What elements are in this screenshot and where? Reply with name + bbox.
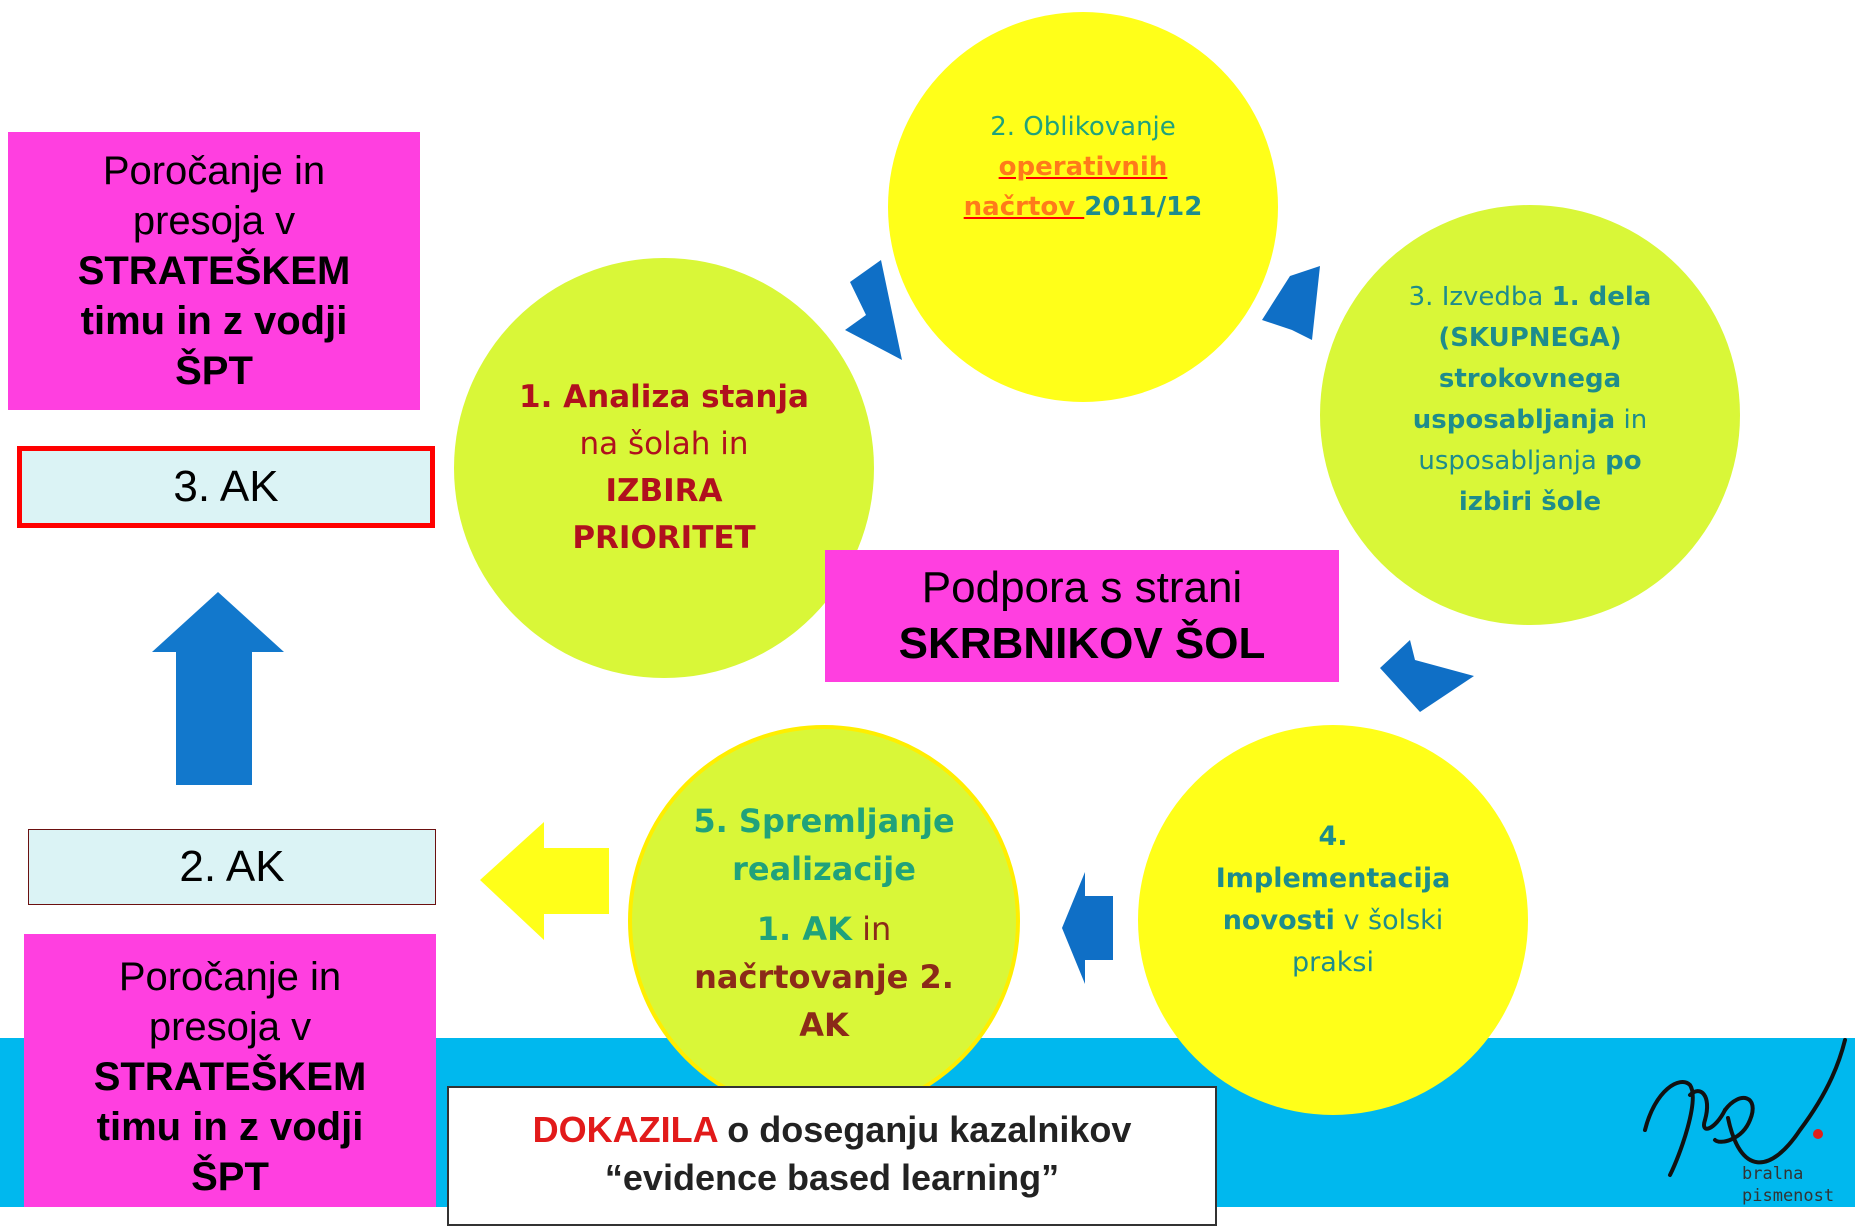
logo-mark bbox=[1643, 1038, 1847, 1177]
step3-p4b: in bbox=[1615, 405, 1648, 435]
step1-line4: PRIORITET bbox=[572, 520, 756, 556]
step5-line3a: 1. AK bbox=[756, 910, 852, 948]
up-arrow bbox=[152, 592, 284, 785]
report-line5: ŠPT bbox=[175, 349, 253, 393]
step3-p5a: usposabljanja bbox=[1418, 446, 1606, 476]
logo-line2: pismenost bbox=[1742, 1186, 1835, 1206]
step5-line2: realizacije bbox=[732, 850, 916, 888]
report-line3: STRATEŠKEM bbox=[93, 1055, 367, 1099]
arrow-3-to-4 bbox=[1380, 640, 1474, 712]
support-line2: SKRBNIKOV ŠOL bbox=[898, 619, 1266, 668]
report-line5: ŠPT bbox=[191, 1155, 269, 1199]
arrow-1-to-2 bbox=[845, 260, 902, 360]
step4-line4: praksi bbox=[1292, 947, 1374, 978]
evidence-red-label: DOKAZILA bbox=[532, 1109, 718, 1150]
arrow-2-to-3 bbox=[1262, 266, 1320, 340]
ak3-label: 3. AK bbox=[173, 462, 279, 511]
ak3-box: 3. AK bbox=[17, 446, 435, 528]
report-line2: presoja v bbox=[132, 199, 296, 243]
step3-p3: strokovnega bbox=[1438, 364, 1622, 394]
logo-line1: bralna bbox=[1742, 1164, 1804, 1184]
step3-training-circle: 3. Izvedba 1. dela (SKUPNEGA) strokovneg… bbox=[1320, 205, 1740, 625]
school-supervisors-support-box: Podpora s strani SKRBNIKOV ŠOL bbox=[825, 550, 1339, 682]
evidence-box: DOKAZILA o doseganju kazalnikov “evidenc… bbox=[447, 1086, 1217, 1226]
report-line1: Poročanje in bbox=[102, 149, 326, 193]
step3-p6: izbiri šole bbox=[1458, 487, 1602, 517]
step2-line3b: 2011/12 bbox=[1084, 192, 1203, 222]
step4-line3a: novosti bbox=[1222, 905, 1335, 936]
ak2-label: 2. AK bbox=[179, 842, 285, 891]
step5-line3b: in bbox=[851, 910, 892, 948]
ak2-box: 2. AK bbox=[28, 829, 436, 905]
step4-implementation-circle: 4. Implementacija novosti v šolski praks… bbox=[1138, 725, 1528, 1115]
step2-planning-circle: 2. Oblikovanje operativnih načrtov 2011/… bbox=[888, 12, 1278, 402]
step5-line1: 5. Spremljanje bbox=[693, 802, 955, 840]
step2-line2: operativnih bbox=[998, 152, 1168, 182]
report-line1: Poročanje in bbox=[118, 955, 342, 999]
support-line1: Podpora s strani bbox=[921, 563, 1243, 612]
step1-line2: na šolah in bbox=[579, 426, 749, 462]
yellow-left-arrow bbox=[480, 822, 609, 940]
evidence-line2: “evidence based learning” bbox=[604, 1157, 1060, 1198]
step5-line4: načrtovanje 2. bbox=[694, 958, 954, 996]
step3-p2: (SKUPNEGA) bbox=[1438, 323, 1622, 353]
strategic-team-report-box-bottom: Poročanje in presoja v STRATEŠKEM timu i… bbox=[24, 934, 436, 1207]
step4-line2: Implementacija bbox=[1215, 863, 1451, 894]
step5-monitoring-circle: 5. Spremljanje realizacije 1. AK in načr… bbox=[628, 725, 1020, 1117]
report-line4: timu in z vodji bbox=[96, 1105, 364, 1149]
report-line2: presoja v bbox=[148, 1005, 312, 1049]
step1-line3: IZBIRA bbox=[605, 473, 723, 509]
step2-line3a: načrtov bbox=[963, 192, 1085, 222]
step1-title: 1. Analiza stanja bbox=[519, 379, 809, 415]
logo-dot bbox=[1813, 1129, 1823, 1139]
step4-line3b: v šolski bbox=[1334, 905, 1444, 936]
step3-p1a: 3. Izvedba bbox=[1408, 282, 1552, 312]
step1-analysis-circle: 1. Analiza stanja na šolah in IZBIRA PRI… bbox=[454, 258, 874, 678]
step5-line5: AK bbox=[799, 1006, 849, 1044]
step3-p4a: usposabljanja bbox=[1412, 405, 1616, 435]
strategic-team-report-box-top: Poročanje in presoja v STRATEŠKEM timu i… bbox=[8, 132, 420, 410]
evidence-text: o doseganju kazalnikov bbox=[717, 1109, 1132, 1150]
report-line3: STRATEŠKEM bbox=[77, 249, 351, 293]
arrow-4-to-5 bbox=[1062, 872, 1113, 984]
report-line4: timu in z vodji bbox=[80, 299, 348, 343]
logo-text: bralna pismenost bbox=[1742, 1163, 1834, 1207]
step4-line1: 4. bbox=[1318, 821, 1348, 852]
step3-p5b: po bbox=[1605, 446, 1642, 476]
step3-p1b: 1. dela bbox=[1551, 282, 1652, 312]
step2-line1: 2. Oblikovanje bbox=[990, 112, 1176, 142]
